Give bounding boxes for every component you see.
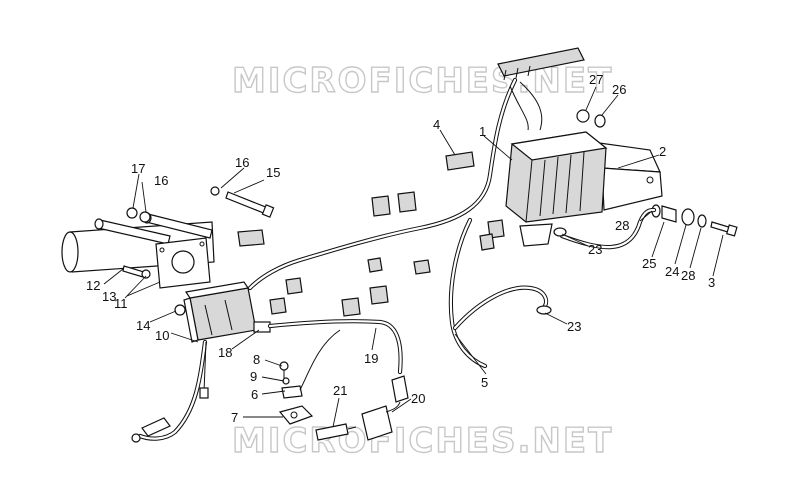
sensor-assembly [278,329,341,425]
mounting-rods [94,186,220,245]
harness-connectors [237,191,567,317]
callout-12: 12 [86,278,100,293]
callout-13: 13 [102,289,116,304]
callout-2: 2 [659,144,666,159]
callout-1: 1 [479,124,486,139]
bolt-15 [225,191,275,218]
callout-28a: 28 [615,218,629,233]
callout-21: 21 [333,383,347,398]
coil-lead [131,339,209,443]
top-connector-block [497,47,585,81]
callout-19: 19 [364,351,378,366]
callout-28b: 28 [681,268,695,283]
junction-box [505,131,608,223]
right-hardware [651,204,738,237]
callout-6: 6 [251,387,258,402]
callout-labels: 1 2 3 4 5 6 7 8 9 10 11 12 13 14 15 16 1… [86,72,715,425]
leader-lines [103,86,724,428]
mounting-plate [155,237,211,289]
callout-24: 24 [665,264,679,279]
nut-14 [174,304,186,316]
callout-11: 11 [114,296,128,311]
spark-plug-cap [361,375,409,441]
nut-27 [576,109,590,123]
callout-10: 10 [155,328,169,343]
callout-3: 3 [708,275,715,290]
connector-4 [445,151,475,171]
callout-26: 26 [612,82,626,97]
callout-18: 18 [218,345,232,360]
callout-16b: 16 [154,173,168,188]
callout-4: 4 [433,117,440,132]
callout-7: 7 [231,410,238,425]
main-harness [247,77,657,375]
callout-15: 15 [266,165,280,180]
callout-16a: 16 [235,155,249,170]
callout-23a: 23 [588,242,602,257]
ignition-coil [183,281,271,343]
callout-23b: 23 [567,319,581,334]
callout-20: 20 [411,391,425,406]
screw-12 [122,265,151,279]
callout-8: 8 [253,352,260,367]
regulator-bracket [591,141,663,211]
callout-17: 17 [131,161,145,176]
watermark-top: MICROFICHES.NET [232,61,613,101]
watermark-bottom: MICROFICHES.NET [232,421,613,461]
washer-26 [594,114,606,128]
callout-14: 14 [136,318,150,333]
callout-9: 9 [250,369,257,384]
callout-5: 5 [481,375,488,390]
spark-plug [315,423,357,441]
callout-25: 25 [642,256,656,271]
callout-27: 27 [589,72,603,87]
